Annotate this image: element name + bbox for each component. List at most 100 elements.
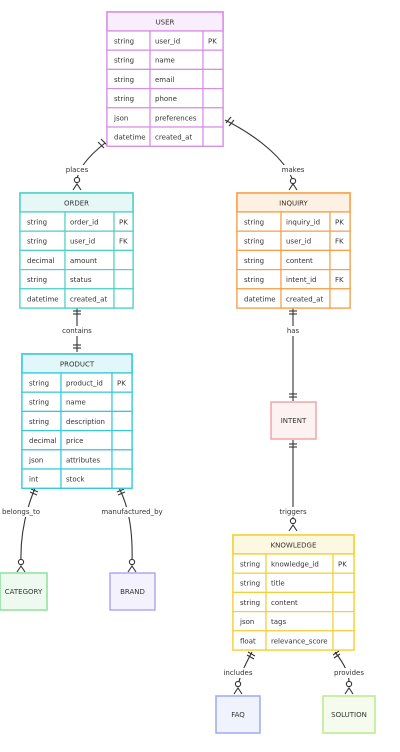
attribute-row: string description (21, 410, 133, 432)
cardinality-circle (128, 558, 136, 566)
attribute-type: string (244, 276, 264, 284)
attribute-name: order_id (70, 219, 99, 227)
type-cell (21, 468, 62, 489)
attribute-key: PK (335, 219, 344, 227)
attribute-type: string (244, 238, 264, 246)
attribute-name: knowledge_id (271, 561, 319, 569)
key-cell (332, 572, 355, 594)
attribute-type: string (29, 418, 49, 426)
cardinality-crowfoot (344, 687, 354, 695)
cardinality-circle (345, 680, 353, 688)
attribute-type: string (244, 257, 264, 265)
attribute-type: string (114, 95, 134, 103)
cardinality-bar (29, 491, 38, 496)
label-background (274, 507, 312, 517)
cardinality-circle (289, 517, 297, 525)
entity-solution[interactable]: SOLUTION (322, 695, 376, 734)
cardinality-bar (97, 141, 105, 149)
entity-title: USER (156, 19, 175, 27)
key-cell (332, 610, 355, 632)
attribute-type: string (240, 561, 260, 569)
attribute-name: phone (155, 95, 177, 103)
key-cell (113, 269, 134, 290)
label-background (99, 507, 165, 517)
attribute-name: inquiry_id (286, 219, 320, 227)
label-background (330, 668, 368, 678)
entity-intent[interactable]: INTENT (270, 401, 317, 440)
cardinality-bar (246, 654, 255, 660)
relationship-label: makes (282, 166, 305, 174)
attribute-key: PK (117, 380, 126, 388)
label-background (280, 165, 306, 175)
attribute-type: datetime (114, 134, 146, 142)
attribute-type: string (240, 580, 260, 588)
entity-title: ORDER (64, 200, 89, 208)
cardinality-crowfoot (127, 565, 137, 573)
entity-title: CATEGORY (5, 588, 43, 596)
cardinality-bar (225, 116, 232, 124)
attribute-type: float (240, 637, 256, 645)
attribute-name: product_id (66, 380, 103, 388)
cardinality-bar (332, 650, 340, 656)
relationship-label: includes (223, 669, 252, 677)
relationship-label-belongs-to: belongs_to (0, 507, 44, 517)
cardinality-circle (17, 558, 25, 566)
key-cell (111, 410, 133, 432)
entity-box (322, 695, 376, 734)
cardinality-crowfoot (288, 183, 298, 191)
key-cell (202, 87, 224, 109)
entity-title: INQUIRY (279, 200, 308, 208)
attribute-name: content (271, 599, 298, 607)
entity-faq[interactable]: FAQ (215, 695, 261, 734)
entity-category[interactable]: CATEGORY (0, 572, 48, 611)
entity-title: BRAND (120, 588, 145, 596)
cardinality-bar (116, 488, 125, 493)
relationship-label: belongs_to (2, 508, 40, 516)
attribute-type: string (27, 238, 47, 246)
relationship-label-provides: provides (330, 668, 368, 678)
attribute-row: json attributes (21, 449, 133, 470)
relationship-label: manufactured_by (101, 508, 162, 516)
cardinality-crowfoot (16, 565, 26, 573)
attribute-type: json (28, 456, 43, 464)
key-cell (202, 126, 224, 147)
attribute-name: status (70, 276, 92, 284)
relationship-label-places: places (62, 165, 92, 175)
attribute-name: intent_id (286, 276, 317, 284)
attribute-type: decimal (27, 257, 55, 265)
entity-brand[interactable]: BRAND (109, 572, 156, 611)
attribute-key: PK (338, 561, 347, 569)
cardinality-bar (228, 119, 235, 127)
attribute-name: relevance_score (271, 637, 328, 645)
cardinality-bar (247, 651, 256, 657)
attribute-name: stock (66, 476, 86, 484)
attribute-name: description (66, 418, 105, 426)
relationship-label: has (287, 327, 300, 335)
attribute-name: created_at (155, 134, 192, 142)
relationship-label: contains (62, 327, 92, 335)
entity-title: PRODUCT (60, 361, 95, 369)
key-cell (332, 591, 355, 613)
label-background (0, 507, 44, 517)
attribute-name: attributes (66, 456, 101, 464)
label-background (219, 668, 257, 678)
